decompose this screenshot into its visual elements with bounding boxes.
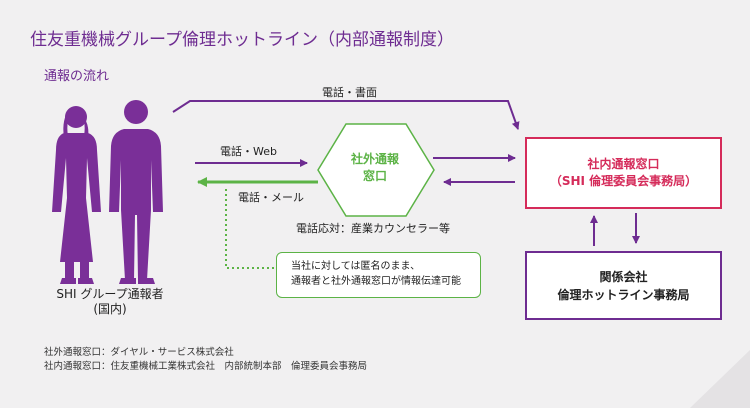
mail-arrow-label: 電話・メール bbox=[238, 191, 304, 204]
external-desk-hexagon bbox=[317, 123, 435, 217]
anonymity-note: 当社に対しては匿名のまま、 通報者と社外通報窓口が情報伝達可能 bbox=[276, 252, 481, 298]
reporter-label: SHI グループ通報者 (国内) bbox=[40, 287, 180, 317]
internal-desk-line2: （SHI 倫理委員会事務局） bbox=[549, 174, 698, 188]
affiliate-desk-line1: 関係会社 bbox=[599, 269, 648, 284]
person-icon-man bbox=[109, 100, 163, 284]
internal-desk-line1: 社内通報窓口 bbox=[587, 157, 660, 171]
anonymity-note-line2: 通報者と社外通報窓口が情報伝達可能 bbox=[291, 276, 461, 287]
reporter-label-line1: SHI グループ通報者 bbox=[56, 287, 164, 301]
reporter-label-line2: (国内) bbox=[93, 302, 127, 316]
internal-desk-box: 社内通報窓口 （SHI 倫理委員会事務局） bbox=[525, 137, 722, 209]
footer-line2: 社内通報窓口：住友重機械工業株式会社 内部統制本部 倫理委員会事務局 bbox=[44, 361, 368, 372]
page-subtitle: 通報の流れ bbox=[44, 69, 110, 84]
external-desk-line2: 窓口 bbox=[362, 169, 387, 183]
person-icon-woman bbox=[52, 106, 101, 284]
counselor-label: 電話応対：産業カウンセラー等 bbox=[296, 222, 450, 235]
affiliate-desk-box: 関係会社 倫理ホットライン事務局 bbox=[525, 251, 722, 320]
external-desk-label: 社外通報 窓口 bbox=[322, 151, 428, 185]
external-desk-line1: 社外通報 bbox=[350, 152, 399, 166]
anonymity-note-line1: 当社に対しては匿名のまま、 bbox=[291, 261, 421, 272]
note-connector bbox=[225, 189, 276, 269]
corner-decoration bbox=[690, 350, 750, 408]
affiliate-desk-line2: 倫理ホットライン事務局 bbox=[557, 287, 690, 302]
web-arrow-label: 電話・Web bbox=[220, 145, 277, 158]
footer-notes: 社外通報窓口：ダイヤル・サービス株式会社 社内通報窓口：住友重機械工業株式会社 … bbox=[44, 346, 367, 374]
top-arrow-label: 電話・書面 bbox=[322, 86, 377, 99]
arrow-top-route bbox=[172, 100, 520, 130]
page-title: 住友重機械グループ倫理ホットライン（内部通報制度） bbox=[30, 30, 454, 50]
footer-line1: 社外通報窓口：ダイヤル・サービス株式会社 bbox=[44, 347, 234, 358]
